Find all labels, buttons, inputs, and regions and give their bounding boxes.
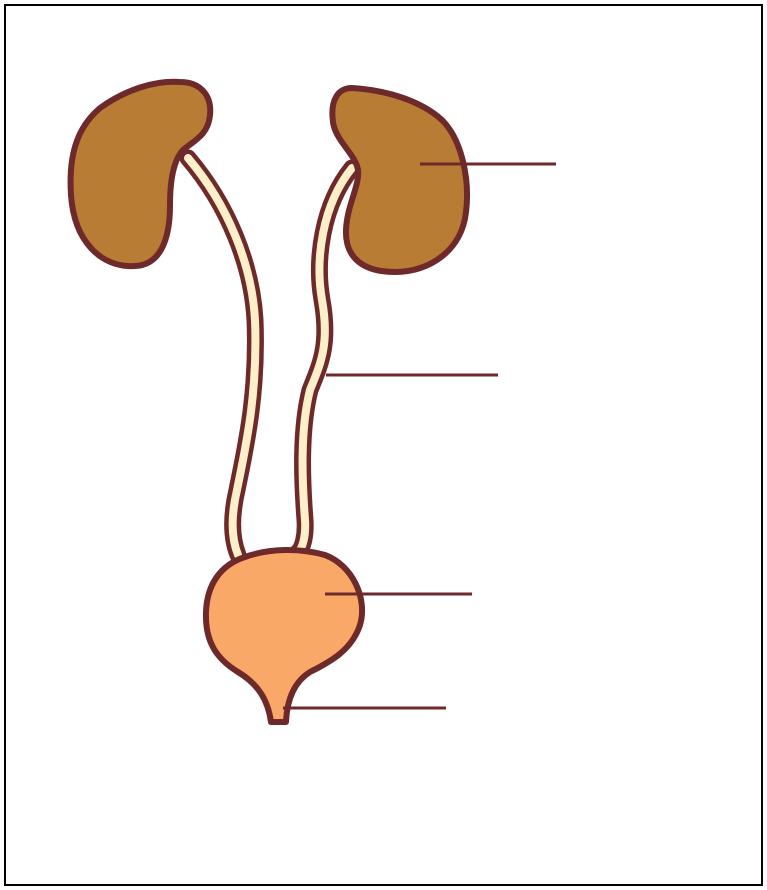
left-kidney — [71, 82, 211, 266]
left-ureter — [188, 158, 255, 555]
bladder — [206, 550, 362, 722]
left-ureter-outline — [188, 158, 255, 555]
